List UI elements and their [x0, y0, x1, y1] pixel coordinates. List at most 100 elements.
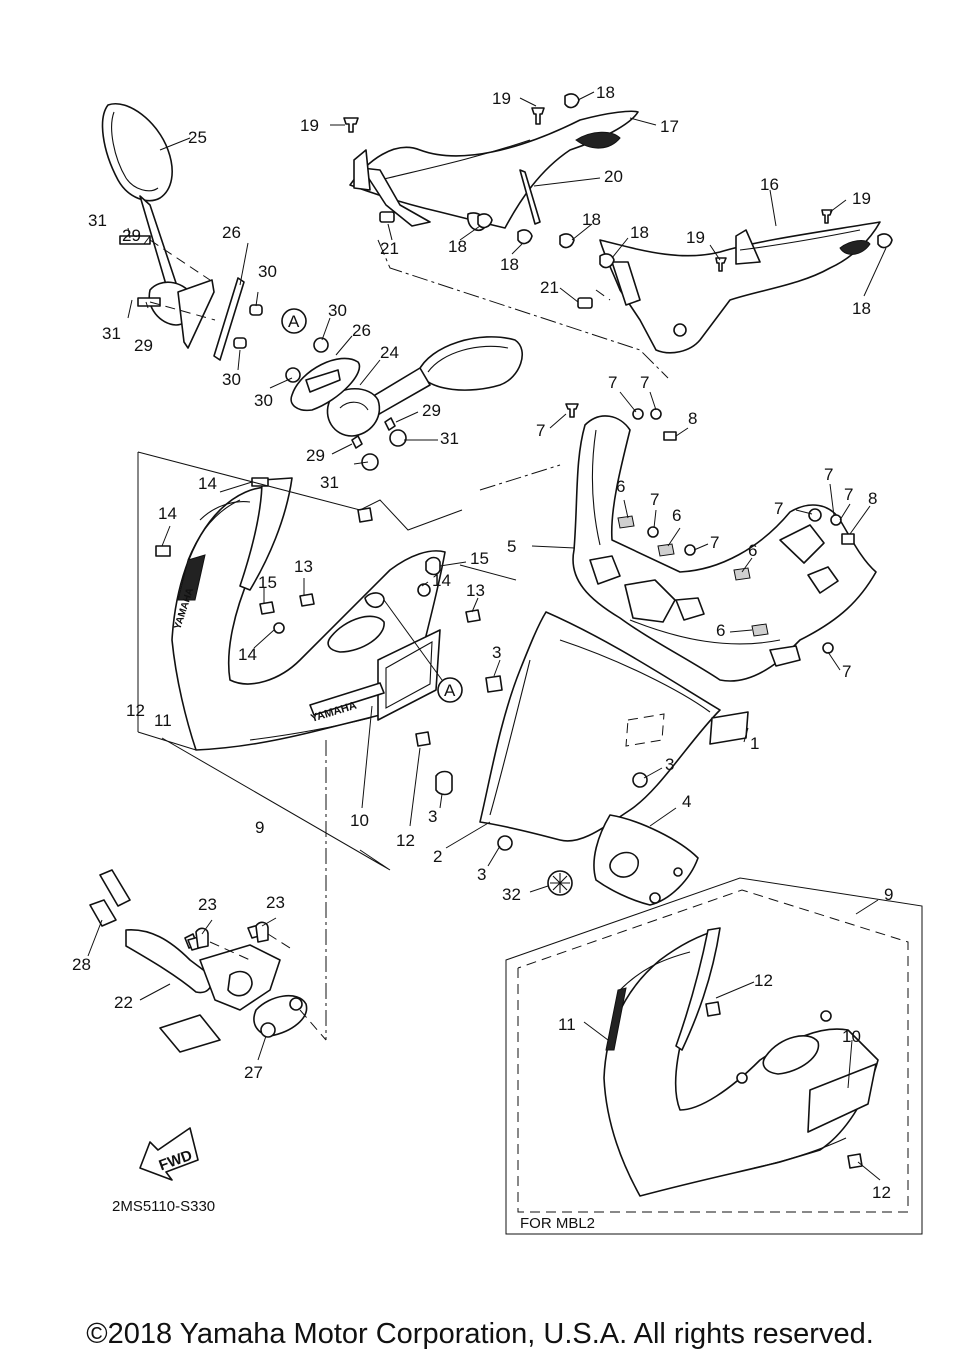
callout-1: 1 — [750, 734, 759, 753]
callout-31: 31 — [440, 429, 459, 448]
callout-18: 18 — [448, 237, 467, 256]
callout-18: 18 — [596, 83, 615, 102]
callout-7: 7 — [774, 499, 783, 518]
callout-29: 29 — [422, 401, 441, 420]
copyright-notice: ©2018 Yamaha Motor Corporation, U.S.A. A… — [86, 1318, 874, 1350]
callout-26: 26 — [222, 223, 241, 242]
callout-12: 12 — [872, 1183, 891, 1202]
gasket-26 — [213, 277, 245, 361]
callout-13: 13 — [466, 581, 485, 600]
callout-7: 7 — [536, 421, 545, 440]
mirror-right — [290, 336, 524, 437]
callout-21: 21 — [380, 239, 399, 258]
callout-14: 14 — [198, 474, 217, 493]
callout-17: 17 — [660, 117, 679, 136]
windscreen — [479, 611, 721, 842]
variant-inset — [505, 877, 923, 1235]
callout-11: 11 — [154, 711, 172, 730]
callout-19: 19 — [492, 89, 511, 108]
callout-23: 23 — [198, 895, 217, 914]
label-1 — [709, 711, 749, 745]
callout-2: 2 — [433, 847, 442, 866]
callout-29: 29 — [122, 226, 141, 245]
callout-10: 10 — [350, 811, 369, 830]
headlight-stay — [89, 869, 308, 1053]
callout-28: 28 — [72, 955, 91, 974]
detail-marker-a-bottom: A — [437, 677, 463, 703]
callout-10: 10 — [842, 1027, 861, 1046]
callout-7: 7 — [842, 662, 851, 681]
callout-30: 30 — [328, 301, 347, 320]
callout-30: 30 — [258, 262, 277, 281]
callout-9: 9 — [255, 818, 264, 837]
callout-9: 9 — [884, 885, 893, 904]
callout-16: 16 — [760, 175, 779, 194]
emblem-32 — [547, 870, 573, 896]
callout-19: 19 — [300, 116, 319, 135]
callout-6: 6 — [716, 621, 725, 640]
strip-20 — [519, 169, 541, 225]
callout-12: 12 — [754, 971, 773, 990]
callout-18: 18 — [852, 299, 871, 318]
front-cowling — [171, 477, 446, 751]
callout-20: 20 — [604, 167, 623, 186]
mirror-left — [101, 103, 215, 349]
variant-label: FOR MBL2 — [520, 1215, 595, 1232]
callout-15: 15 — [470, 549, 489, 568]
callout-32: 32 — [502, 885, 521, 904]
screws-7-8 — [565, 403, 855, 654]
callout-15: 15 — [258, 573, 277, 592]
callout-6: 6 — [672, 506, 681, 525]
fasteners-cowl — [155, 477, 481, 747]
callout-31: 31 — [320, 473, 339, 492]
detail-marker-text: A — [288, 312, 300, 331]
callout-27: 27 — [244, 1063, 263, 1082]
detail-marker-text: A — [444, 681, 456, 700]
callout-4: 4 — [682, 792, 691, 811]
callout-31: 31 — [88, 211, 107, 230]
callout-3: 3 — [477, 865, 486, 884]
callout-18: 18 — [630, 223, 649, 242]
callout-21: 21 — [540, 278, 559, 297]
callout-7: 7 — [608, 373, 617, 392]
callout-30: 30 — [254, 391, 273, 410]
callout-7: 7 — [650, 490, 659, 509]
callout-19: 19 — [686, 228, 705, 247]
callout-31: 31 — [102, 324, 121, 343]
callout-7: 7 — [710, 533, 719, 552]
callout-30: 30 — [222, 370, 241, 389]
callout-6: 6 — [616, 477, 625, 496]
fwd-arrow: FWD — [139, 1127, 199, 1181]
callout-3: 3 — [665, 755, 674, 774]
callout-6: 6 — [748, 541, 757, 560]
callout-8: 8 — [868, 489, 877, 508]
callout-14: 14 — [158, 504, 177, 523]
inner-bracket — [593, 814, 699, 906]
callout-22: 22 — [114, 993, 133, 1012]
callout-7: 7 — [640, 373, 649, 392]
callout-14: 14 — [432, 571, 451, 590]
callout-19: 19 — [852, 189, 871, 208]
callout-3: 3 — [428, 807, 437, 826]
callout-7: 7 — [844, 485, 853, 504]
callout-3: 3 — [492, 643, 501, 662]
callout-13: 13 — [294, 557, 313, 576]
callout-12: 12 — [396, 831, 415, 850]
callout-8: 8 — [688, 409, 697, 428]
leader-lines — [87, 91, 887, 1181]
callout-5: 5 — [507, 537, 516, 556]
side-cover-lower — [599, 221, 881, 354]
callout-11: 11 — [558, 1015, 576, 1034]
callout-25: 25 — [188, 128, 207, 147]
callout-29: 29 — [306, 446, 325, 465]
clips-6 — [617, 515, 769, 637]
callout-26: 26 — [352, 321, 371, 340]
callout-labels: 1 2 3 3 3 3 4 5 6 6 6 6 7 7 7 7 7 7 7 7 … — [72, 83, 893, 1202]
diagram-code: 2MS5110-S330 — [112, 1198, 215, 1215]
inner-panel — [572, 415, 877, 682]
callout-14: 14 — [238, 645, 257, 664]
callout-7: 7 — [824, 465, 833, 484]
callout-12: 12 — [126, 701, 145, 720]
callout-18: 18 — [582, 210, 601, 229]
